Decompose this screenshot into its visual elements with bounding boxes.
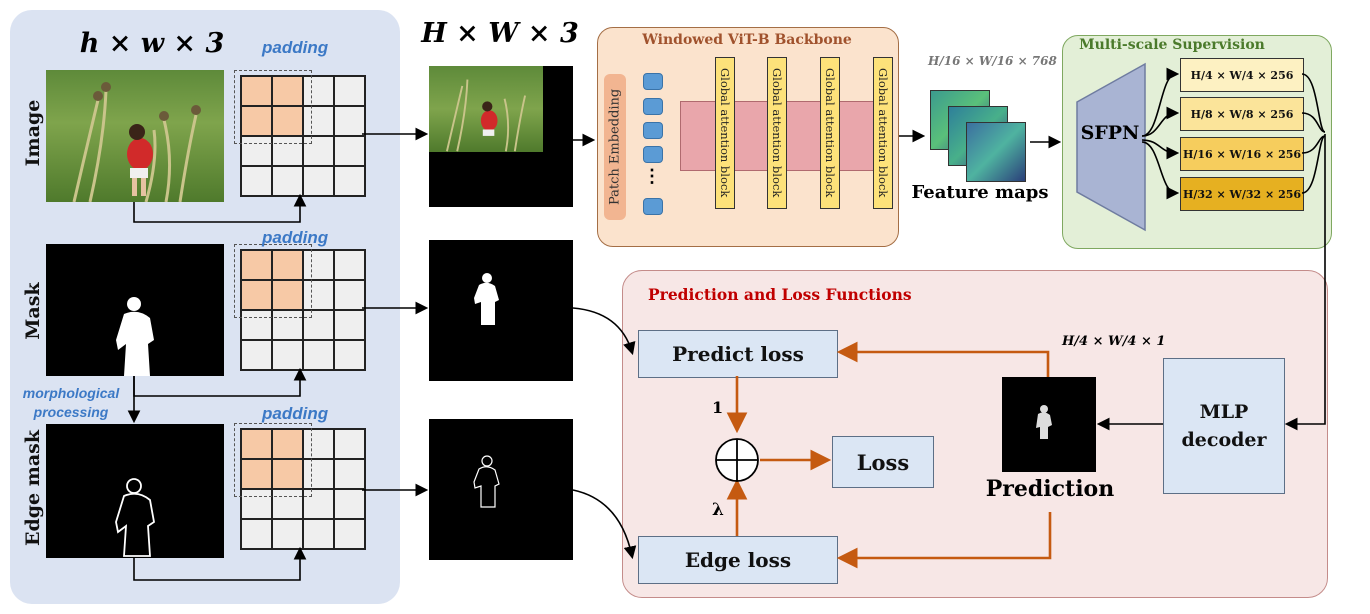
mlp-decoder-box: MLP decoder xyxy=(1163,358,1285,494)
token-1 xyxy=(643,73,663,90)
padded-image-content xyxy=(429,66,543,152)
padded-image xyxy=(429,66,573,207)
token-ellipsis: ⋮ xyxy=(643,166,661,187)
scale-level-3: H/16 × W/16 × 256 xyxy=(1180,137,1304,171)
token-5 xyxy=(643,198,663,215)
multiscale-title: Multi-scale Supervision xyxy=(1079,37,1265,53)
vit-backbone-title: Windowed ViT-B Backbone xyxy=(642,32,852,48)
feature-maps-label: Feature maps xyxy=(911,182,1049,203)
token-2 xyxy=(643,98,663,115)
padding-grid-edge xyxy=(240,428,366,550)
scale-level-1: H/4 × W/4 × 256 xyxy=(1180,58,1304,92)
feature-map-dims: H/16 × W/16 × 768 xyxy=(928,54,1057,68)
input-dims-label: h × w × 3 xyxy=(79,28,225,59)
field-photo-illustration xyxy=(72,82,201,202)
feature-map-3 xyxy=(966,122,1026,182)
mlp-decoder-line1: MLP xyxy=(1199,401,1249,423)
token-3 xyxy=(643,122,663,139)
total-loss-box: Loss xyxy=(832,436,934,488)
padding-grid-mask xyxy=(240,249,366,371)
prediction-loss-title: Prediction and Loss Functions xyxy=(648,285,912,304)
padded-mask xyxy=(429,240,573,381)
global-attention-block-1: Global attention block xyxy=(715,57,735,209)
predict-loss-weight: 1 xyxy=(712,398,724,417)
padded-edge-mask xyxy=(429,419,573,560)
padding-window-image xyxy=(234,70,312,144)
input-mask xyxy=(46,244,224,376)
padded-dims-label: H × W × 3 xyxy=(421,18,579,49)
scale-level-4: H/32 × W/32 × 256 xyxy=(1180,177,1304,211)
edge-loss-box: Edge loss xyxy=(638,536,838,584)
predict-loss-box: Predict loss xyxy=(638,330,838,378)
sfpn-trapezoid xyxy=(1076,62,1146,232)
global-attention-block-2: Global attention block xyxy=(767,57,787,209)
padding-label-edge: padding xyxy=(262,404,329,423)
mask-silhouette xyxy=(116,297,154,376)
sfpn-label: SFPN xyxy=(1080,122,1140,144)
edge-outline xyxy=(115,478,155,557)
padding-window-edge xyxy=(234,423,312,497)
input-image xyxy=(46,70,224,202)
prediction-dims: H/4 × W/4 × 1 xyxy=(1062,334,1166,349)
sum-node xyxy=(715,438,759,482)
prediction-silhouette xyxy=(1036,405,1052,439)
global-attention-block-4: Global attention block xyxy=(873,57,893,209)
global-attention-block-3: Global attention block xyxy=(820,57,840,209)
padding-window-mask xyxy=(234,244,312,318)
input-edge-mask xyxy=(46,424,224,558)
padded-edge-outline xyxy=(473,455,500,508)
morphological-processing-label: morphological processing xyxy=(22,385,120,420)
padded-mask-silhouette xyxy=(474,273,499,325)
padded-photo-illustration xyxy=(445,79,527,152)
mlp-decoder-line2: decoder xyxy=(1181,429,1267,451)
edge-loss-weight: λ xyxy=(712,500,724,520)
prediction-output-image xyxy=(1002,377,1096,472)
scale-level-2: H/8 × W/8 × 256 xyxy=(1180,97,1304,131)
padding-label-mask: padding xyxy=(262,228,329,247)
padding-label-image: padding xyxy=(262,38,329,57)
padding-grid-image xyxy=(240,75,366,197)
token-4 xyxy=(643,146,663,163)
prediction-label: Prediction xyxy=(985,476,1115,502)
